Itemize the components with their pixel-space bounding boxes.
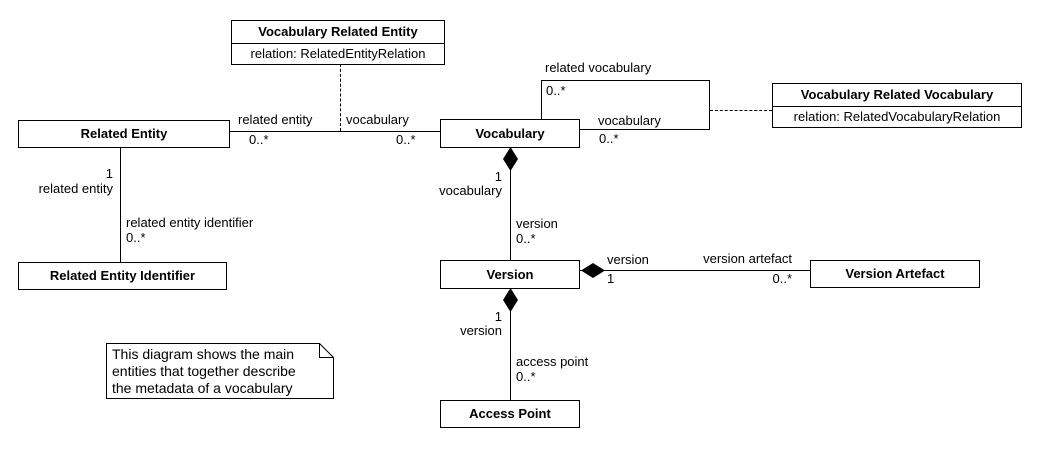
composition-diamond-icon: [581, 263, 605, 278]
note-line: entities that together describe: [112, 363, 296, 379]
composition-line-vocabulary-version: [510, 148, 511, 260]
role-label: related entity: [238, 112, 313, 127]
multiplicity-label: 1: [607, 271, 615, 286]
multiplicity-label: 0..*: [126, 230, 146, 245]
class-related-entity[interactable]: Related Entity: [18, 120, 230, 148]
class-vocabulary-related-entity[interactable]: Vocabulary Related Entity relation: Rela…: [231, 20, 445, 65]
role-label: access point: [516, 354, 589, 369]
composition-line-version-access-point: [510, 289, 511, 400]
role-label: version: [460, 323, 502, 338]
class-version-artefact[interactable]: Version Artefact: [810, 260, 980, 288]
composition-diamond-icon: [503, 147, 518, 171]
multiplicity-label: 1: [494, 309, 502, 324]
composition-diamond-icon: [503, 288, 518, 312]
class-title: Vocabulary: [475, 125, 545, 141]
multiplicity-label: 1: [105, 166, 113, 181]
note-line: the metadata of a vocabulary: [112, 380, 293, 396]
composition-line-version-artefact: [580, 270, 810, 271]
class-title: Vocabulary Related Vocabulary: [800, 87, 994, 102]
class-vocabulary[interactable]: Vocabulary: [440, 119, 580, 148]
dashed-link-vocabulary-related-vocabulary: [710, 110, 772, 111]
class-title: Access Point: [469, 406, 551, 421]
role-label: related entity identifier: [126, 215, 254, 230]
class-vocabulary-related-vocabulary[interactable]: Vocabulary Related Vocabulary relation: …: [772, 83, 1022, 128]
class-attribute: relation: RelatedVocabularyRelation: [773, 106, 1021, 127]
multiplicity-label: 0..*: [516, 231, 536, 246]
role-label: version: [516, 216, 558, 231]
class-version[interactable]: Version: [440, 260, 580, 289]
multiplicity-label: 0..*: [396, 132, 416, 147]
class-title: Version: [486, 266, 534, 282]
class-title: Version Artefact: [845, 266, 945, 281]
class-access-point[interactable]: Access Point: [440, 400, 580, 428]
class-title: Related Entity: [80, 126, 168, 141]
class-attribute: relation: RelatedEntityRelation: [232, 43, 444, 64]
class-title: Related Entity Identifier: [49, 268, 196, 283]
role-label: version artefact: [703, 251, 792, 266]
self-association-loop-bottom-segment: [580, 129, 710, 130]
multiplicity-label: 1: [494, 169, 502, 184]
role-label: version: [607, 252, 649, 267]
role-label: vocabulary: [439, 183, 502, 198]
note-line: This diagram shows the main: [112, 346, 295, 362]
role-label: vocabulary: [598, 113, 661, 128]
self-association-loop-right-segment: [709, 80, 710, 130]
note-shape: [106, 343, 334, 399]
role-label: related vocabulary: [545, 60, 652, 75]
class-related-entity-identifier[interactable]: Related Entity Identifier: [18, 262, 227, 290]
multiplicity-label: 0..*: [516, 369, 536, 384]
class-title: Vocabulary Related Entity: [258, 24, 418, 39]
dashed-link-vocabulary-related-entity: [340, 64, 341, 131]
multiplicity-label: 0..*: [546, 83, 566, 98]
note[interactable]: This diagram shows the main entities tha…: [112, 346, 296, 397]
role-label: related entity: [38, 181, 113, 196]
multiplicity-label: 0..*: [772, 271, 792, 286]
multiplicity-label: 0..*: [599, 131, 619, 146]
multiplicity-label: 0..*: [249, 132, 269, 147]
association-line-related-entity-vocabulary: [230, 131, 440, 132]
association-line-related-entity-identifier: [120, 148, 121, 262]
self-association-loop-top-segment: [541, 80, 710, 81]
self-association-loop-left-segment: [541, 80, 542, 119]
role-label: vocabulary: [346, 112, 409, 127]
